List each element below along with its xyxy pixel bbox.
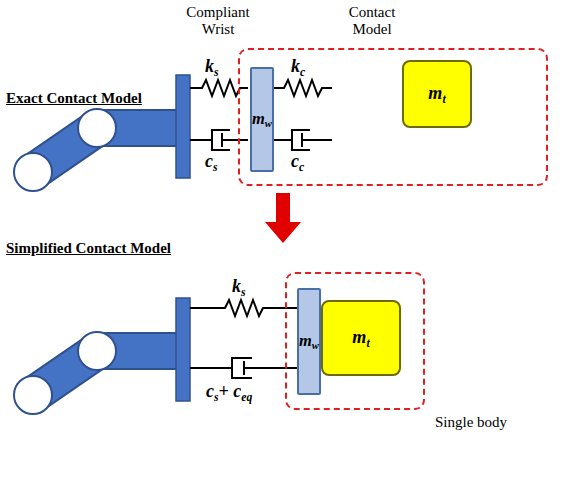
- wrist-mass: mw: [297, 288, 321, 395]
- panel-title: Exact Contact Model: [6, 90, 142, 107]
- mass-symbol: mw: [252, 110, 272, 128]
- part-label: Compliant Wrist: [178, 4, 258, 39]
- mass-symbol: mt: [428, 84, 445, 104]
- target-mass: mt: [321, 300, 401, 376]
- stiffness-symbol: ks: [232, 277, 246, 297]
- mass-symbol: mw: [299, 332, 319, 350]
- stiffness-symbol: ks: [205, 57, 219, 77]
- region-caption: Contact Model: [337, 4, 407, 39]
- single-body-region: Single bodymwmt: [285, 272, 425, 410]
- target-mass: mt: [402, 60, 472, 128]
- contact-region: Contact Modelmwmt: [238, 48, 548, 186]
- transition-arrow: [265, 193, 301, 243]
- damping-symbol: cs+ ceq: [206, 382, 252, 402]
- stiffness-symbol: kc: [291, 57, 305, 77]
- mass-symbol: mt: [352, 328, 369, 348]
- robot-arm: [14, 298, 190, 414]
- panel-title: Simplified Contact Model: [6, 240, 171, 257]
- damping-symbol: cc: [291, 152, 304, 172]
- region-caption: Single body: [435, 414, 507, 431]
- damping-symbol: cs: [205, 152, 218, 172]
- spring-damper: [190, 300, 297, 378]
- wrist-mass: mw: [250, 67, 274, 172]
